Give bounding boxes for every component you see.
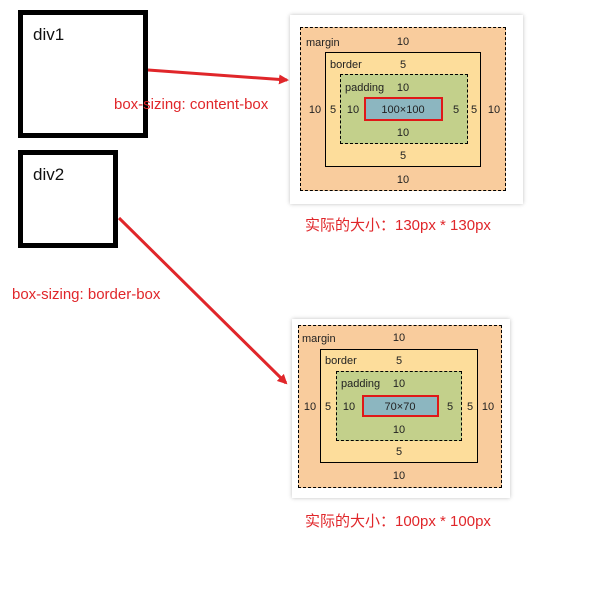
div1-label: div1 [33,25,65,44]
content-area [362,395,439,417]
margin-left-value: 10 [308,104,322,116]
border-top-value: 5 [395,355,403,367]
padding-top-value: 10 [392,378,406,390]
padding-right-value: 5 [446,401,454,413]
padding-bottom-value: 10 [392,424,406,436]
padding-label: padding [341,378,381,390]
margin-left-value: 10 [303,401,317,413]
border-right-value: 5 [466,401,474,413]
content-size-value: 100×100 [381,104,425,116]
border-bottom-value: 5 [399,150,407,162]
border-left-value: 5 [329,104,337,116]
margin-bottom-value: 10 [392,470,406,482]
padding-left-value: 10 [342,401,356,413]
padding-label: padding [345,82,385,94]
padding-top-value: 10 [396,82,410,94]
margin-right-value: 10 [481,401,495,413]
margin-bottom-value: 10 [396,174,410,186]
content-size-value: 70×70 [384,401,416,413]
border-bottom-value: 5 [395,446,403,458]
box-model-diagram-2: margin 10 10 10 10 border 5 5 5 5 paddin… [292,319,510,498]
border-label: border [330,59,362,71]
actual-size-label-2: 实际的大小：100px * 100px [305,513,491,530]
padding-bottom-value: 10 [396,127,410,139]
margin-label: margin [306,37,340,49]
margin-label: margin [302,333,336,345]
div1-box: div1 [18,10,148,138]
content-area [364,97,443,121]
div2-label: div2 [33,165,65,184]
border-label: border [325,355,357,367]
border-right-value: 5 [470,104,478,116]
padding-left-value: 10 [346,104,360,116]
arrow-2 [117,216,288,385]
border-box-label: box-sizing: border-box [12,286,161,303]
margin-right-value: 10 [487,104,501,116]
border-left-value: 5 [324,401,332,413]
content-box-label: box-sizing: content-box [114,96,269,113]
padding-right-value: 5 [452,104,460,116]
actual-size-label-1: 实际的大小：130px * 130px [305,217,491,234]
border-top-value: 5 [399,59,407,71]
margin-top-value: 10 [392,332,406,344]
box-model-diagram-1: margin 10 10 10 10 border 5 5 5 5 paddin… [290,15,523,204]
margin-top-value: 10 [396,36,410,48]
arrow-1 [147,68,289,85]
div2-box: div2 [18,150,118,248]
